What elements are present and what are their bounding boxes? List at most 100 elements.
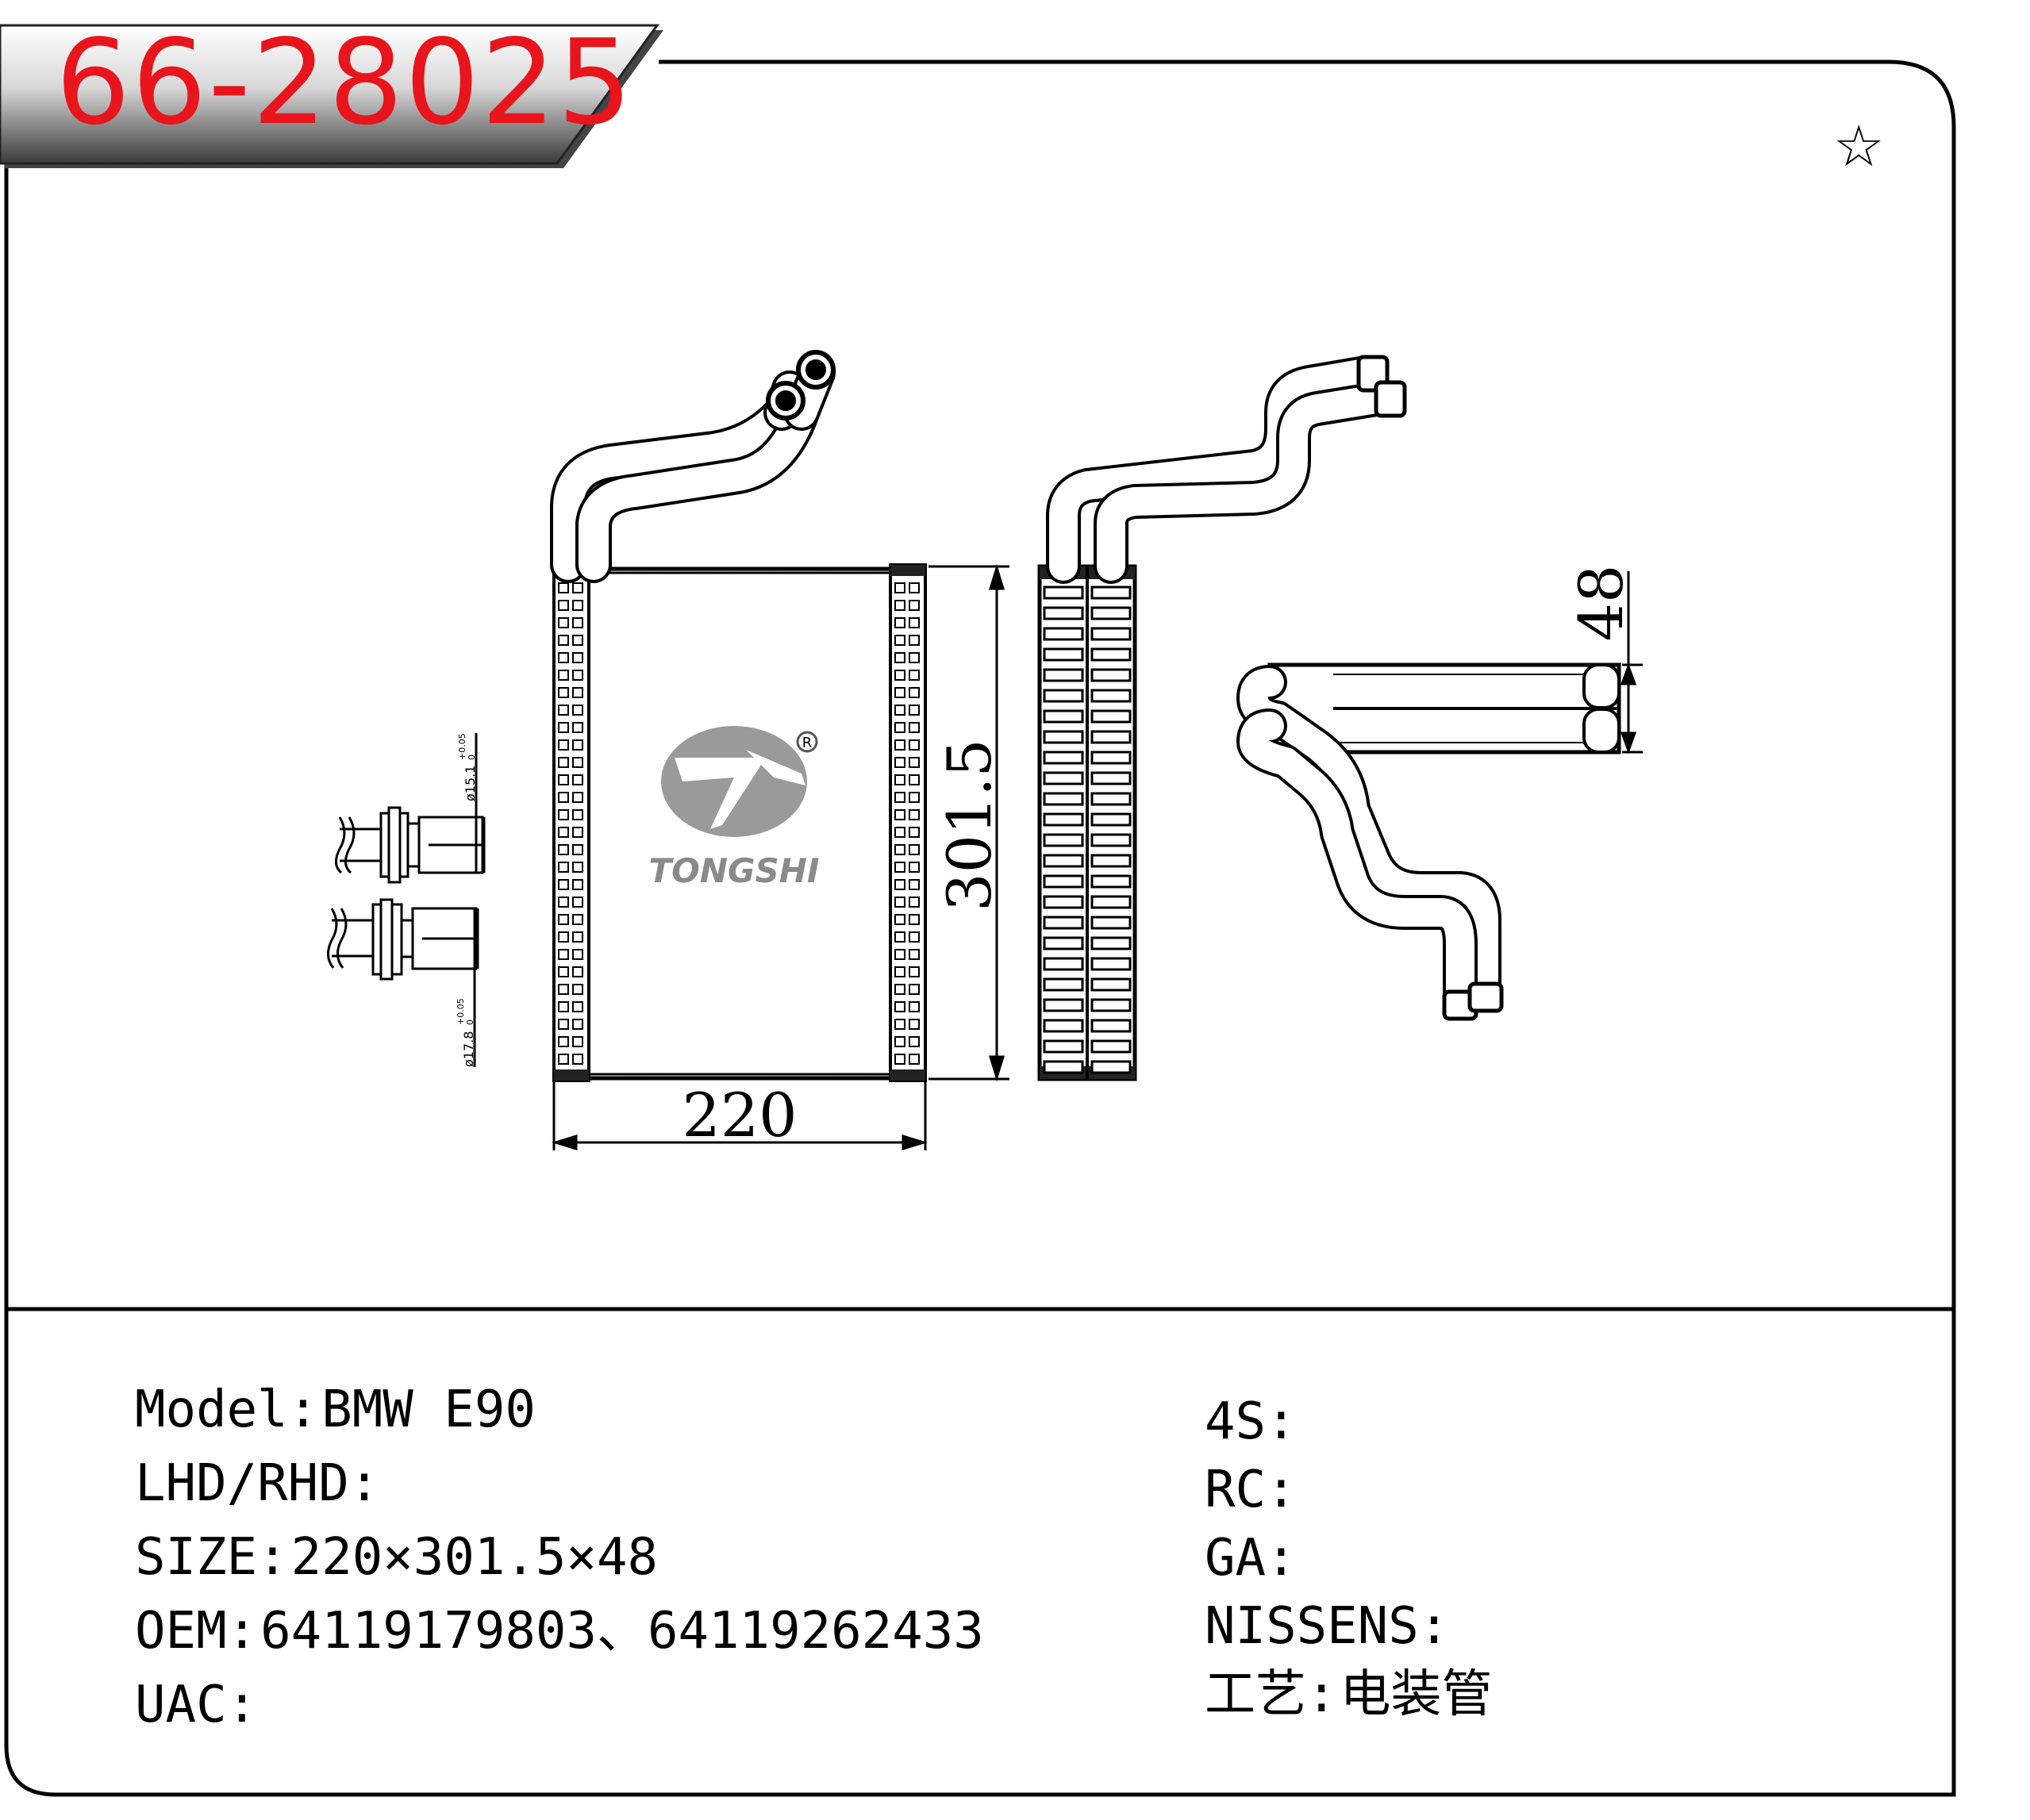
tank-tooth	[558, 792, 569, 803]
tank-tooth	[909, 1001, 920, 1012]
side-fin	[1043, 709, 1084, 724]
tank-tooth	[572, 879, 583, 890]
fitting-detail-2	[327, 898, 479, 1067]
height-dimension	[928, 563, 1009, 1082]
spec-4s: 4S	[1205, 1392, 1300, 1451]
tank-tooth	[909, 670, 920, 681]
side-fin	[1090, 668, 1132, 682]
tank-tooth	[558, 739, 569, 751]
tank-tooth	[572, 862, 583, 873]
tank-tooth	[894, 897, 905, 908]
tank-tooth	[572, 1054, 583, 1065]
spec-uac: UAC	[135, 1676, 260, 1734]
tank-tooth	[909, 687, 920, 698]
tank-tooth	[558, 949, 569, 960]
tank-tooth	[572, 914, 583, 925]
side-fin	[1090, 586, 1132, 600]
tank-tooth	[909, 617, 920, 628]
tank-tooth	[894, 705, 905, 716]
side-fin	[1043, 854, 1084, 868]
side-fin	[1043, 586, 1084, 600]
title-banner	[0, 24, 663, 168]
tank-tooth	[909, 931, 920, 943]
tank-tooth	[909, 879, 920, 890]
spec-ga: GA	[1205, 1529, 1300, 1588]
tank-tooth	[572, 600, 583, 611]
tank-tooth	[894, 652, 905, 663]
star-icon: ☆	[1833, 113, 1885, 179]
depth-dimension	[1620, 571, 1643, 754]
side-fin	[1090, 998, 1132, 1012]
side-fin	[1043, 812, 1084, 827]
tank-tooth	[572, 966, 583, 977]
spec-oem: OEM64119179803、64119262433	[135, 1602, 984, 1661]
tank-tooth	[558, 635, 569, 646]
tank-tooth	[894, 582, 905, 593]
width-label: 220	[682, 1080, 797, 1150]
side-fin	[1090, 1019, 1132, 1033]
side-fin	[1090, 709, 1132, 724]
side-fin	[1090, 647, 1132, 662]
pipe-fittings-top	[1442, 981, 1504, 1021]
tank-tooth	[572, 582, 583, 593]
side-fin	[1090, 895, 1132, 909]
side-fin	[1043, 895, 1084, 909]
tank-tooth	[909, 897, 920, 908]
side-fin	[1043, 1039, 1084, 1054]
spec-nissens: NISSENS	[1205, 1597, 1452, 1656]
tank-tooth	[572, 827, 583, 838]
side-fin	[1090, 854, 1132, 868]
pipe-fittings-side	[1356, 355, 1407, 418]
tank-tooth	[572, 844, 583, 855]
tank-tooth	[909, 635, 920, 646]
side-fin	[1090, 1039, 1132, 1054]
tank-tooth	[909, 862, 920, 873]
tank-tooth	[572, 1001, 583, 1012]
side-fin	[1043, 689, 1084, 703]
tank-tooth	[894, 739, 905, 751]
side-fin	[1043, 977, 1084, 992]
tank-tooth	[909, 774, 920, 785]
tongshi-logo: R TONGSHI	[648, 726, 820, 890]
tank-tooth	[894, 774, 905, 785]
tank-tooth	[894, 687, 905, 698]
tank-tooth	[894, 949, 905, 960]
tank-tooth	[894, 862, 905, 873]
tank-tooth	[909, 1019, 920, 1030]
tank-tooth	[909, 949, 920, 960]
tank-tooth	[558, 1054, 569, 1065]
tank-tooth	[558, 774, 569, 785]
tank-tooth	[558, 966, 569, 977]
tank-tooth	[572, 931, 583, 943]
tank-tooth	[894, 600, 905, 611]
tank-tooth	[572, 722, 583, 733]
side-fin	[1043, 668, 1084, 682]
tank-tooth	[558, 687, 569, 698]
width-dimension	[551, 1081, 928, 1151]
side-fin	[1043, 751, 1084, 765]
side-fin	[1043, 936, 1084, 950]
tank-tooth	[894, 931, 905, 943]
side-fin	[1043, 1019, 1084, 1033]
side-fin	[1043, 627, 1084, 641]
tank-tooth	[572, 1036, 583, 1047]
tank-tooth	[572, 949, 583, 960]
side-fin	[1043, 647, 1084, 662]
tank-tooth	[572, 757, 583, 768]
tank-tooth	[558, 705, 569, 716]
spec-lhd-rhd: LHD/RHD	[135, 1454, 383, 1513]
tank-tooth	[894, 1019, 905, 1030]
tank-tooth	[894, 966, 905, 977]
tank-tooth	[909, 809, 920, 820]
tank-tooth	[558, 931, 569, 943]
side-fins	[1043, 586, 1132, 1074]
tank-tooth	[572, 774, 583, 785]
side-fin	[1090, 627, 1132, 641]
tank-tooth	[572, 984, 583, 995]
side-fin	[1090, 936, 1132, 950]
tank-tooth	[572, 897, 583, 908]
tank-tooth	[558, 582, 569, 593]
fitting-detail-1	[335, 733, 486, 884]
tank-tooth	[909, 914, 920, 925]
tank-tooth	[558, 984, 569, 995]
